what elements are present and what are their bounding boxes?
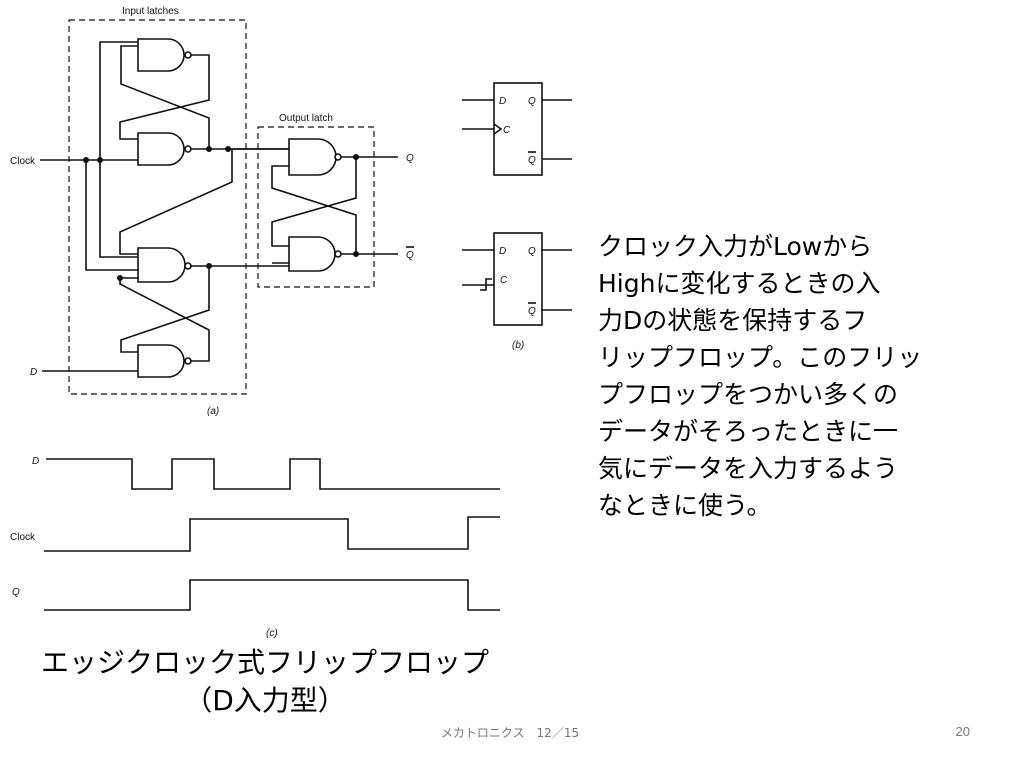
timing-clock-label: Clock [10,532,36,543]
d-flipflop-symbol-1: D C Q Q [462,82,572,176]
nand-gate-5 [288,138,342,176]
input-latches-label: Input latches [122,6,179,17]
figure-c-caption: (c) [266,628,278,639]
q-waveform [44,579,500,611]
nand-gate-3 [137,247,192,283]
symbol1-q-label: Q [528,96,536,107]
d-input-label: D [30,367,37,378]
junction-dots [83,146,359,281]
q-output-label: Q [406,153,414,164]
slide-title: エッジクロック式フリップフロップ （D入力型） [30,644,500,720]
symbol1-qbar-label: Q [528,155,536,166]
circuit-wires [40,41,398,372]
symbol2-q-label: Q [528,246,536,257]
d-flipflop-symbol-2: D C Q Q [462,232,572,326]
nand-gate-2 [137,132,192,166]
d-waveform [46,458,500,490]
slide-title-line2: （D入力型） [184,684,346,717]
figure-b-caption: (b) [512,340,524,351]
symbol1-d-label: D [499,96,506,107]
description-text: クロック入力がLowから Highに変化するときの入 力Dの状態を保持するフ リ… [598,232,923,520]
timing-q-label: Q [12,587,20,598]
figure-c-timing: D Clock Q (c) [10,456,500,639]
nand-gate-6 [288,236,342,272]
qbar-output-label: Q [406,250,414,261]
nand-gate-1 [137,38,192,72]
input-latches-box [68,19,247,395]
figure-a-caption: (a) [207,406,219,417]
figure-b-symbols: D C Q Q D C Q Q (b) [462,82,572,351]
nand-gate-4 [137,344,192,378]
clock-input-label: Clock [10,156,36,167]
symbol2-qbar-label: Q [528,306,536,317]
figure-a-circuit: Input latches Output latch [10,6,414,417]
symbol1-c-label: C [503,125,511,136]
output-latch-box [257,126,375,288]
footer-course-label: メカトロニクス 12／15 [440,726,580,740]
timing-d-label: D [32,456,39,467]
clock-waveform [44,516,500,552]
slide-title-line1: エッジクロック式フリップフロップ [40,646,489,679]
output-latch-label: Output latch [279,113,333,124]
footer-page-number: 20 [955,724,970,739]
symbol2-d-label: D [499,246,506,257]
symbol2-c-label: C [500,275,508,286]
